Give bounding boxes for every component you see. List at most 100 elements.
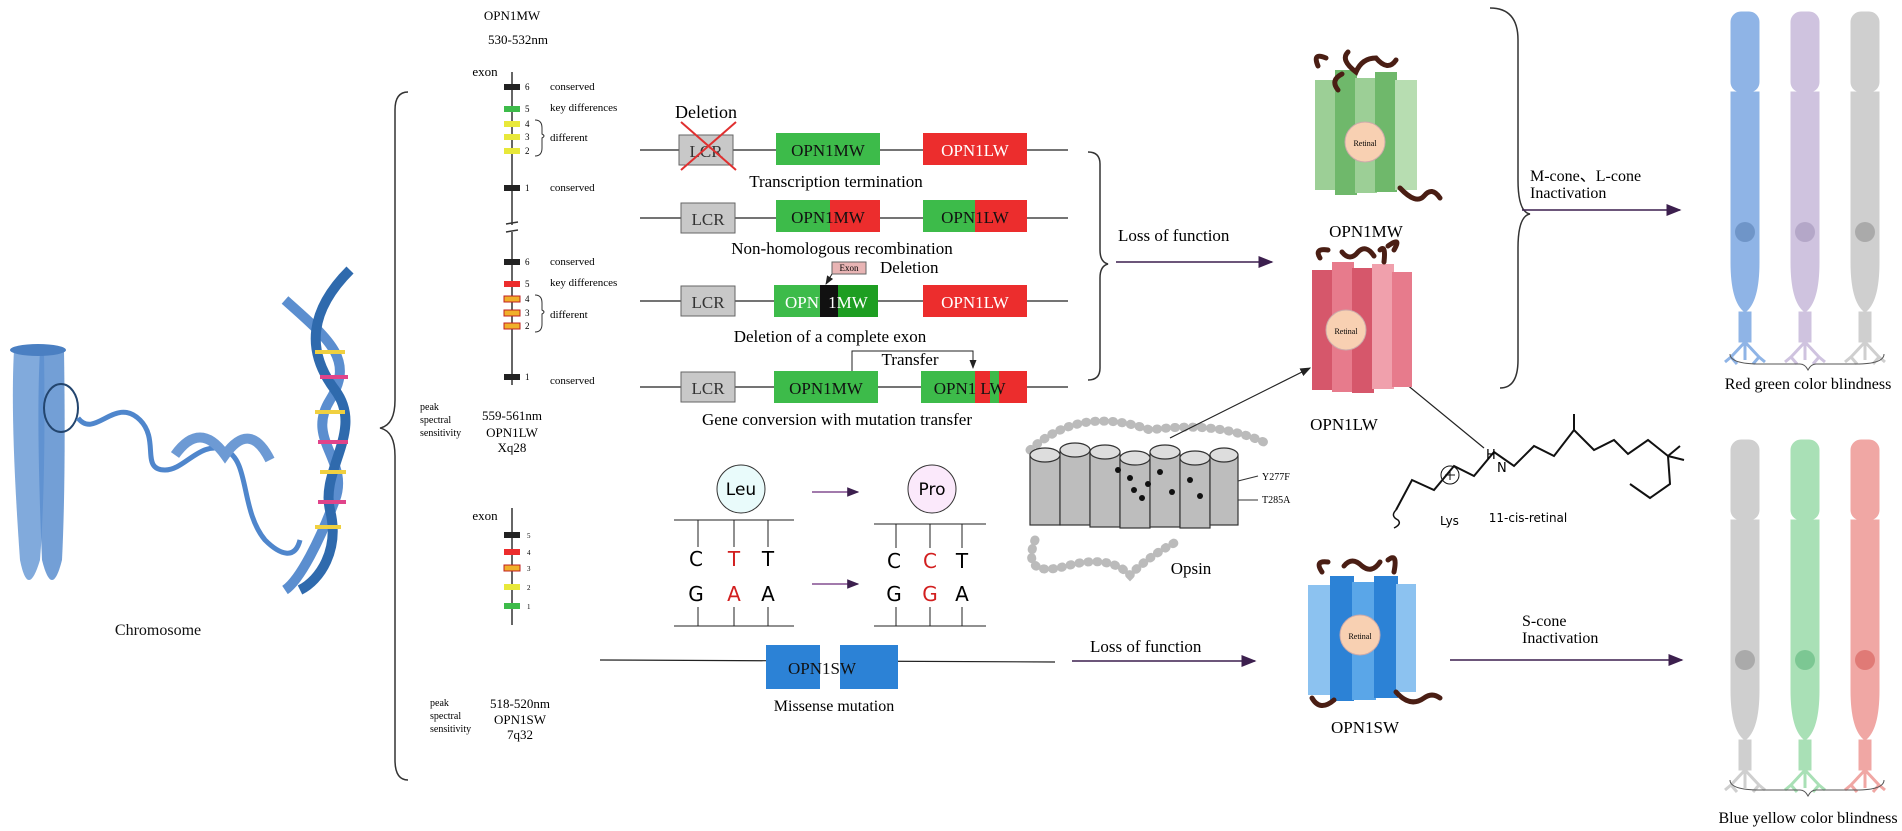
converted-lw-prefix: OPN1 — [934, 379, 977, 398]
svg-text:sensitivity: sensitivity — [420, 428, 461, 439]
opn1sw-exon-4 — [504, 549, 520, 555]
row3-deletion: Deletion — [880, 258, 939, 277]
svg-text:LCR: LCR — [691, 210, 725, 229]
opn1sw-range: 518-520nm — [490, 696, 550, 711]
protein-brace — [1489, 7, 1531, 389]
svg-text:LCR: LCR — [691, 293, 725, 312]
outcome-bottom-line1: S-cone — [1522, 613, 1566, 630]
opn1lw-key-differences: key differences — [550, 277, 617, 289]
mechanism-row-2: LCR OPN1MW OPN1LW Non-homologous recombi… — [640, 200, 1068, 258]
svg-text:OPN1LW: OPN1LW — [941, 141, 1010, 160]
opn1mw-name: OPN1MW — [484, 8, 541, 23]
opn1sw-locus: 7q32 — [507, 727, 533, 742]
opn1mw-gene-map: OPN1MW 530-532nm exon 6 5 4 3 2 1 conser… — [472, 8, 617, 385]
svg-text:6: 6 — [525, 82, 530, 92]
svg-text:A: A — [761, 582, 775, 606]
svg-text:1: 1 — [525, 372, 530, 382]
opn1lw-exon-6 — [504, 259, 520, 265]
opn1mw-exon-3 — [504, 134, 520, 140]
opn1sw-exon-3 — [503, 564, 521, 572]
opsin-to-lw-arrow — [1169, 367, 1312, 439]
svg-text:LCR: LCR — [691, 379, 725, 398]
opn1mw-different: different — [550, 132, 588, 144]
svg-text:5: 5 — [525, 104, 530, 114]
svg-text:5: 5 — [527, 532, 531, 540]
retinal-chemistry: H N Lys 11-cis-retinal — [1349, 337, 1685, 529]
svg-text:Pro: Pro — [919, 480, 946, 500]
row4-caption: Gene conversion with mutation transfer — [702, 410, 972, 429]
opn1lw-exon-2 — [503, 322, 521, 330]
exon-box — [831, 261, 867, 275]
svg-text:Retinal: Retinal — [1353, 139, 1377, 148]
opn1sw-exon-5 — [504, 532, 520, 538]
cones-red-green — [1723, 10, 1887, 366]
svg-text:T: T — [727, 547, 741, 571]
svg-text:3: 3 — [527, 565, 531, 573]
svg-text:C: C — [689, 547, 703, 571]
missense-mutation-panel: Leu Pro C T T G A A C C T G G A — [599, 464, 1056, 715]
deletion-cross — [680, 121, 737, 171]
svg-text:Retinal: Retinal — [1348, 632, 1372, 641]
lcr-box — [680, 202, 736, 234]
chromosome-label: Chromosome — [115, 622, 201, 639]
loss-of-function-top: Loss of function — [1118, 226, 1230, 245]
loss-of-function-bottom: Loss of function — [1090, 637, 1202, 656]
opsin-mut-y277f: Y277F — [1262, 472, 1290, 483]
svg-text:3: 3 — [525, 308, 530, 318]
svg-text:2: 2 — [525, 146, 530, 156]
svg-text:Retinal: Retinal — [1334, 327, 1358, 336]
svg-text:H: H — [1486, 448, 1496, 463]
opn1lw-locus: Xq28 — [498, 440, 527, 455]
opsin-label: Opsin — [1171, 559, 1212, 578]
blue-yellow-brace — [1729, 779, 1885, 798]
row3-caption: Deletion of a complete exon — [734, 327, 927, 346]
outcome-top-line1: M-cone、L-cone — [1530, 168, 1641, 185]
opn1mw-box — [776, 133, 880, 165]
mechanisms-brace — [1087, 151, 1109, 381]
opn1lw-protein-label: OPN1LW — [1310, 415, 1379, 434]
svg-text:Exon: Exon — [840, 263, 859, 273]
opsin-mut-t285a: T285A — [1262, 495, 1291, 506]
opn1mw-protein-label: OPN1MW — [1329, 222, 1404, 241]
converted-lw-suffix: LW — [980, 379, 1006, 398]
chromosome-illustration — [10, 266, 354, 595]
svg-text:G: G — [688, 582, 704, 606]
svg-text:1: 1 — [525, 183, 530, 193]
svg-text:T: T — [955, 549, 969, 573]
row2-caption: Non-homologous recombination — [731, 239, 953, 258]
svg-text:peak: peak — [430, 698, 449, 709]
opn1lw-different: different — [550, 309, 588, 321]
opn1mw-conserved-bottom: conserved — [550, 182, 595, 194]
opn1sw-protein-label: OPN1SW — [1331, 718, 1400, 737]
opn1lw-exon-4 — [503, 295, 521, 303]
hybrid-lw-mw: OPN1LW — [941, 208, 1010, 227]
svg-text:5: 5 — [525, 279, 530, 289]
svg-text:2: 2 — [527, 584, 531, 592]
deletion-title: Deletion — [675, 102, 737, 122]
protein-opn1mw: Retinal OPN1MW — [1313, 49, 1443, 241]
svg-text:T: T — [761, 547, 775, 571]
opn1mw-exon-5 — [504, 106, 520, 112]
amino-from-circle — [716, 464, 766, 514]
transfer-label: Transfer — [882, 350, 939, 369]
protein-opn1sw: Retinal OPN1SW — [1308, 555, 1443, 737]
opn1lw-box — [923, 285, 1027, 317]
svg-text:3: 3 — [525, 132, 530, 142]
svg-text:4: 4 — [527, 549, 531, 557]
left-brace — [379, 91, 409, 781]
opn1sw-name: OPN1SW — [494, 712, 547, 727]
svg-text:spectral: spectral — [420, 415, 451, 426]
opn1lw-range: 559-561nm — [482, 408, 542, 423]
svg-text:Leu: Leu — [726, 480, 756, 500]
svg-text:OPN1LW: OPN1LW — [941, 293, 1010, 312]
exon-deleted-prefix: OPN — [785, 293, 819, 312]
opn1mw-exon-2 — [504, 148, 520, 154]
retinal-name: 11-cis-retinal — [1489, 511, 1568, 525]
svg-text:G: G — [922, 582, 938, 606]
red-green-result: Red green color blindness — [1725, 376, 1892, 393]
mechanism-row-1: Deletion LCR OPN1MW OPN1LW Transcription… — [640, 102, 1068, 191]
opsin-structure: Y277F T285A Opsin — [1025, 416, 1291, 582]
blue-yellow-result: Blue yellow color blindness — [1718, 810, 1897, 827]
opn1sw-exon-1 — [504, 603, 520, 609]
opn1sw-exon-label: exon — [472, 508, 498, 523]
